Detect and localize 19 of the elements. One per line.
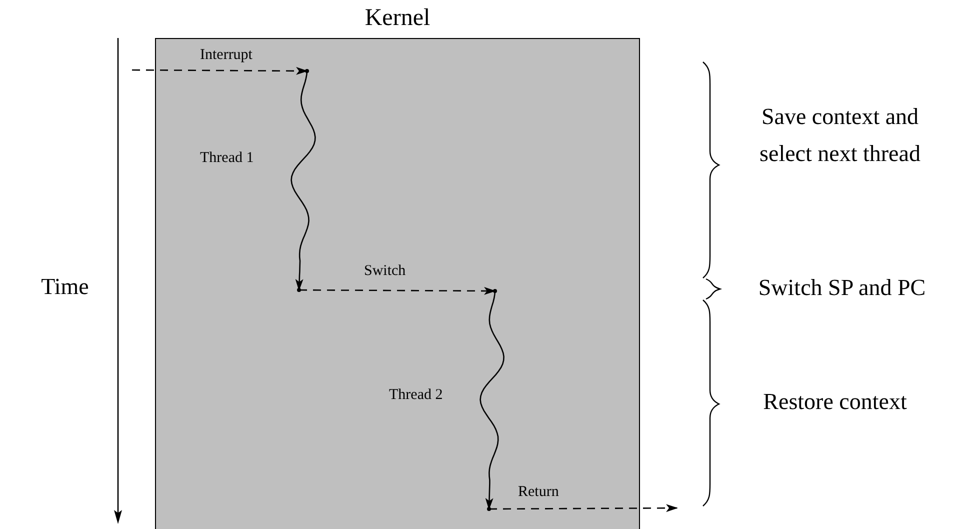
- dashed-arrow: [489, 504, 678, 512]
- junction-dot: [297, 288, 301, 292]
- dashed-arrow: [132, 66, 308, 75]
- annotation-text: Restore context: [762, 388, 908, 416]
- edge-label: Interrupt: [200, 47, 252, 64]
- edge-label: Switch: [364, 263, 406, 280]
- annotation-text: Switch SP and PC: [757, 274, 927, 302]
- edge-label: Thread 1: [200, 150, 254, 167]
- dashed-arrow: [299, 286, 496, 295]
- junction-dot: [305, 69, 309, 73]
- wavy-arrow: [290, 70, 316, 291]
- junction-dot: [493, 289, 497, 293]
- annotation-text: Time: [40, 273, 90, 301]
- edge-label: Return: [518, 484, 559, 501]
- wavy-arrow: [480, 290, 504, 510]
- edge-label: Thread 2: [389, 387, 443, 404]
- junction-dot: [487, 507, 491, 511]
- region-title: Kernel: [364, 5, 432, 32]
- annotation-text: Save context and select next thread: [758, 103, 922, 168]
